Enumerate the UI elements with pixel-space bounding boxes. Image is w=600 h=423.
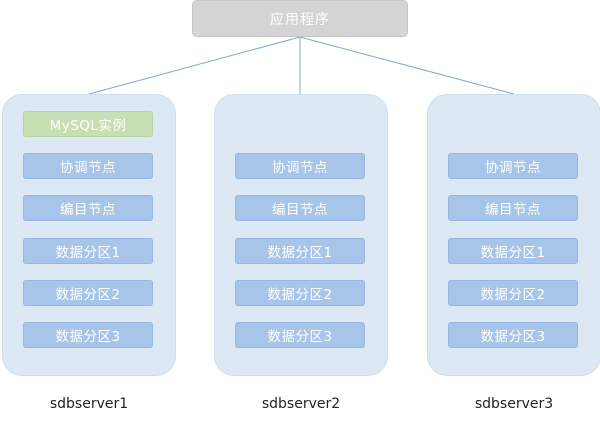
data-partition-1: 数据分区1 [235, 238, 365, 264]
data-partition-2: 数据分区2 [448, 280, 578, 306]
catalog-node: 编目节点 [235, 195, 365, 221]
application-node: 应用程序 [192, 0, 408, 37]
coordinator-node: 协调节点 [448, 153, 578, 179]
server-panel-sdbserver3: 协调节点 编目节点 数据分区1 数据分区2 数据分区3 [427, 94, 600, 376]
catalog-node: 编目节点 [23, 195, 153, 221]
connector-line-server3 [299, 36, 515, 95]
coordinator-node: 协调节点 [235, 153, 365, 179]
server-name-label: sdbserver3 [474, 396, 554, 412]
data-partition-3: 数据分区3 [235, 322, 365, 348]
catalog-node: 编目节点 [448, 195, 578, 221]
data-partition-3: 数据分区3 [448, 322, 578, 348]
coordinator-node: 协调节点 [23, 153, 153, 179]
data-partition-2: 数据分区2 [235, 280, 365, 306]
data-partition-1: 数据分区1 [448, 238, 578, 264]
mysql-instance-node: MySQL实例 [23, 111, 153, 137]
data-partition-3: 数据分区3 [23, 322, 153, 348]
server-panel-sdbserver1: MySQL实例 协调节点 编目节点 数据分区1 数据分区2 数据分区3 [2, 94, 176, 376]
data-partition-2: 数据分区2 [23, 280, 153, 306]
server-name-label: sdbserver1 [49, 396, 129, 412]
server-panel-sdbserver2: 协调节点 编目节点 数据分区1 数据分区2 数据分区3 [214, 94, 388, 376]
server-name-label: sdbserver2 [261, 396, 341, 412]
connector-line-server1 [88, 36, 301, 95]
data-partition-1: 数据分区1 [23, 238, 153, 264]
